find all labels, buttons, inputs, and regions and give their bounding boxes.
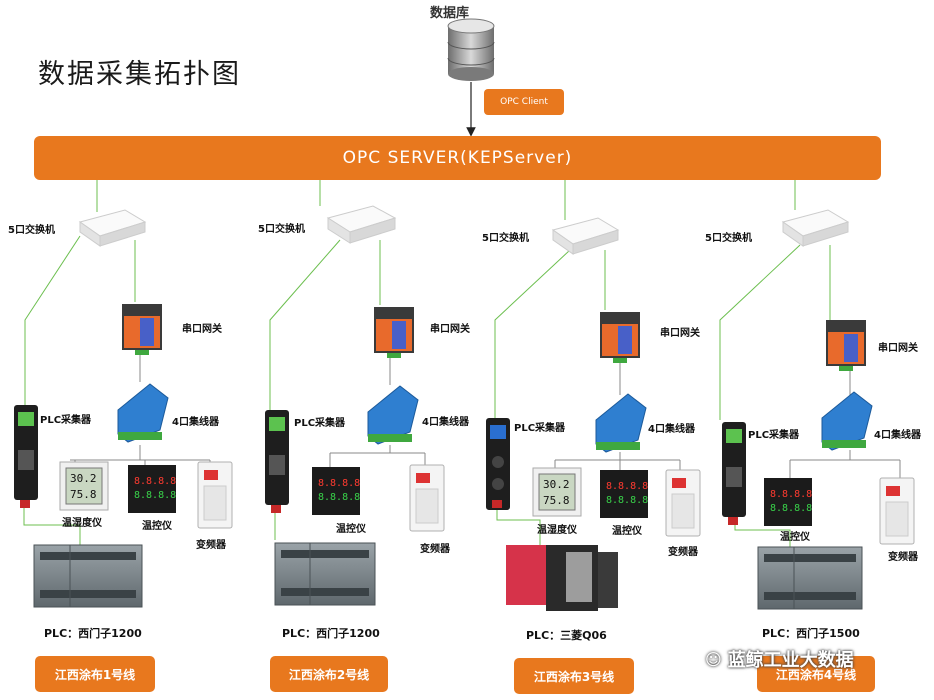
production-line-4: 江西涂布4号线 — [757, 656, 875, 692]
hub-label: 4口集线器 — [874, 430, 921, 441]
production-line-1: 江西涂布1号线 — [35, 656, 155, 692]
hub-icon — [117, 383, 169, 443]
gateway-label: 串口网关 — [182, 324, 222, 335]
switch-icon — [78, 209, 147, 247]
plc-collector-label: PLC采集器 — [40, 415, 92, 426]
device-label: 温控仪 — [780, 532, 810, 543]
device-label: 变频器 — [668, 547, 698, 558]
hub-label: 4口集线器 — [422, 417, 469, 428]
inverter-icon — [665, 469, 701, 537]
hub-icon — [595, 393, 647, 453]
switch-label: 5口交换机 — [258, 224, 305, 235]
plc-collector-label: PLC采集器 — [748, 430, 800, 441]
plc-collector-icon — [722, 422, 746, 525]
inverter-icon — [197, 461, 233, 529]
device-label: 温控仪 — [336, 524, 366, 535]
serial-gateway-icon — [374, 307, 414, 358]
plc-siemens-icon — [274, 542, 376, 606]
gateway-label: 串口网关 — [430, 324, 470, 335]
device-label: 温湿度仪 — [537, 525, 577, 536]
plc-siemens-icon — [33, 544, 143, 608]
watermark-text: 蓝鲸工业大数据 — [727, 650, 854, 671]
serial-gateway-icon — [826, 320, 866, 371]
gateway-label: 串口网关 — [878, 343, 918, 354]
plc-label: PLC：三菱Q06 — [526, 629, 607, 642]
plc-siemens-icon — [757, 546, 863, 610]
switch-label: 5口交换机 — [8, 225, 55, 236]
plc-collector-label: PLC采集器 — [294, 418, 346, 429]
svg-text:8.8.8.8: 8.8.8.8 — [318, 478, 360, 489]
hub-label: 4口集线器 — [172, 417, 219, 428]
opc-server-bar: OPC SERVER(KEPServer) — [34, 136, 881, 180]
temp-controller-icon: 8.8.8.8 8.8.8.8 — [764, 478, 812, 526]
svg-text:75.8: 75.8 — [70, 488, 97, 501]
plc-label: PLC：西门子1200 — [282, 627, 380, 640]
wechat-icon: ☺ — [705, 649, 722, 669]
switch-label: 5口交换机 — [482, 233, 529, 244]
switch-label: 5口交换机 — [705, 233, 752, 244]
plc-label: PLC：西门子1500 — [762, 627, 860, 640]
plc-collector-label: PLC采集器 — [514, 423, 566, 434]
switch-icon — [326, 205, 397, 244]
opc-client-box: OPC Client — [484, 89, 564, 115]
svg-text:8.8.8.8: 8.8.8.8 — [134, 490, 176, 501]
plc-collector-icon — [265, 410, 289, 513]
temp-controller-icon: 8.8.8.8 8.8.8.8 — [600, 470, 648, 518]
plc-collector-icon — [14, 405, 38, 508]
database-icon — [447, 18, 495, 81]
temp-controller-icon: 8.8.8.8 8.8.8.8 — [312, 467, 360, 515]
inverter-icon — [409, 464, 445, 532]
svg-text:8.8.8.8: 8.8.8.8 — [134, 476, 176, 487]
serial-gateway-icon — [600, 312, 640, 363]
svg-text:8.8.8.8: 8.8.8.8 — [606, 481, 648, 492]
hub-label: 4口集线器 — [648, 424, 695, 435]
svg-text:8.8.8.8: 8.8.8.8 — [606, 495, 648, 506]
database-label: 数据库 — [430, 6, 470, 21]
svg-text:30.2: 30.2 — [70, 472, 97, 485]
device-label: 温控仪 — [612, 526, 642, 537]
hub-icon — [367, 385, 419, 445]
inverter-icon — [879, 477, 915, 545]
plc-label: PLC：西门子1200 — [44, 627, 142, 640]
svg-text:8.8.8.8: 8.8.8.8 — [318, 492, 360, 503]
serial-gateway-icon — [122, 304, 162, 355]
production-line-2: 江西涂布2号线 — [270, 656, 388, 692]
device-label: 温控仪 — [142, 521, 172, 532]
plc-mitsubishi-icon — [506, 545, 618, 611]
svg-text:8.8.8.8: 8.8.8.8 — [770, 503, 812, 514]
svg-text:30.2: 30.2 — [543, 478, 570, 491]
watermark: ☺ 蓝鲸工业大数据 — [705, 646, 854, 672]
temp-controller-icon: 8.8.8.8 8.8.8.8 — [128, 465, 176, 513]
svg-text:75.8: 75.8 — [543, 494, 570, 507]
device-label: 变频器 — [420, 544, 450, 555]
network-links — [23, 180, 831, 555]
device-label: 变频器 — [196, 540, 226, 551]
svg-text:8.8.8.8: 8.8.8.8 — [770, 489, 812, 500]
production-line-3: 江西涂布3号线 — [514, 658, 634, 694]
page-title: 数据采集拓扑图 — [38, 59, 241, 90]
gateway-label: 串口网关 — [660, 328, 700, 339]
switch-icon — [551, 217, 620, 255]
device-label: 温湿度仪 — [62, 518, 102, 529]
device-label: 变频器 — [888, 552, 918, 563]
switch-icon — [781, 209, 850, 247]
hub-icon — [821, 391, 873, 451]
thermo-hygrometer-icon: 30.2 75.8 — [532, 467, 582, 517]
thermo-hygrometer-icon: 30.2 75.8 — [59, 461, 109, 511]
plc-collector-icon — [486, 418, 510, 510]
